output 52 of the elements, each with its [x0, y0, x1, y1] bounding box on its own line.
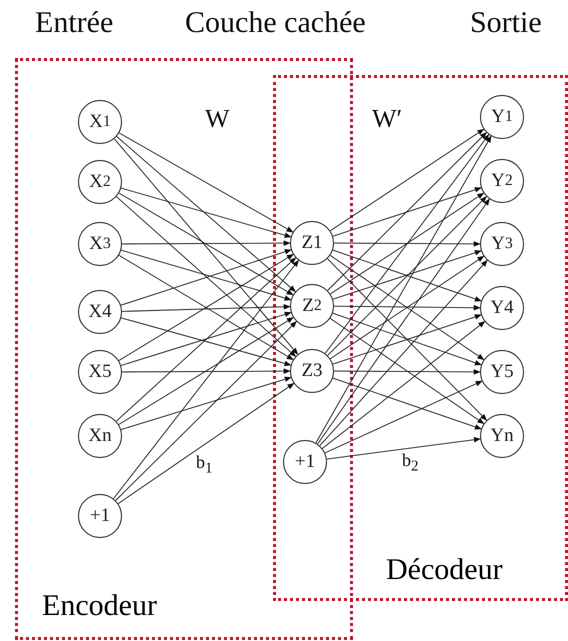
arrow — [118, 382, 294, 504]
neuron-circle: +1 — [283, 440, 327, 484]
arrow — [334, 304, 481, 311]
bias-label: b$_{2}$ — [402, 450, 418, 476]
arrow — [330, 192, 484, 294]
arrow — [317, 198, 490, 444]
arrow — [122, 240, 291, 246]
arrow — [324, 380, 483, 454]
arrow — [115, 321, 297, 501]
column-heading: Entrée — [35, 6, 114, 40]
neuron-circle: Yn — [480, 414, 524, 458]
neuron-circle: Y4 — [480, 286, 524, 330]
arrow — [332, 187, 482, 237]
arrow — [332, 378, 482, 430]
arrow — [319, 260, 488, 446]
arrow — [120, 376, 292, 430]
arrow — [322, 321, 486, 449]
arrow — [327, 132, 487, 291]
arrow — [116, 196, 296, 357]
region-label: Encodeur — [42, 589, 157, 623]
arrow — [334, 369, 481, 375]
arrow — [327, 196, 487, 356]
arrow — [113, 260, 299, 500]
arrow — [315, 136, 492, 444]
arrow — [326, 436, 481, 460]
arrow — [116, 257, 296, 422]
column-heading: Sortie — [470, 6, 542, 40]
arrow — [122, 304, 291, 312]
bias-label: b$_{1}$ — [196, 452, 212, 478]
arrow — [326, 258, 488, 421]
arrow — [330, 318, 484, 424]
neuron-circle: X4 — [78, 290, 122, 334]
arrow — [330, 128, 484, 232]
neuron-circle: Z3 — [290, 349, 334, 393]
column-heading: Couche cachée — [185, 6, 366, 40]
neuron-circle: Xn — [78, 414, 122, 458]
neuron-circle: +1 — [78, 494, 122, 538]
neuron-circle: Y5 — [480, 350, 524, 394]
arrow — [116, 136, 296, 292]
arrow — [118, 132, 294, 233]
arrow — [120, 188, 292, 238]
arrow — [118, 192, 294, 296]
arrow — [334, 241, 481, 247]
arrow — [324, 134, 490, 354]
region-label: Décodeur — [386, 553, 503, 587]
neuron-circle: X5 — [78, 350, 122, 394]
arrow — [118, 317, 294, 425]
arrow — [114, 138, 298, 355]
arrow — [122, 368, 291, 374]
weight-label: W — [205, 104, 230, 134]
neuron-circle: Z1 — [290, 221, 334, 265]
weight-label: W′ — [372, 104, 402, 134]
